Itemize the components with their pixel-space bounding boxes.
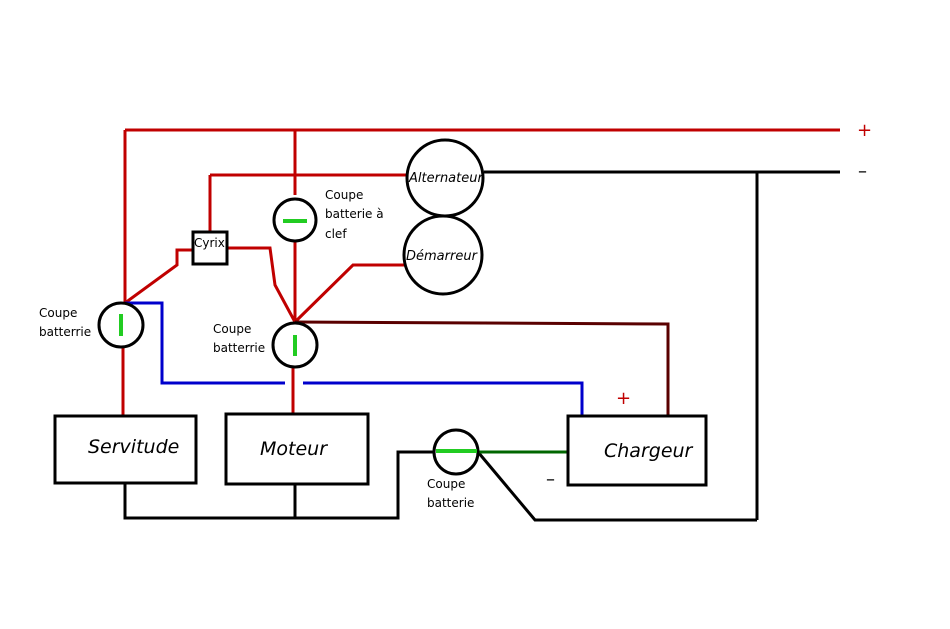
chargeur-minus: – bbox=[546, 469, 555, 490]
demarreur-label: Démarreur bbox=[406, 249, 479, 264]
chargeur-label: Chargeur bbox=[604, 440, 694, 462]
chargeur-plus: + bbox=[616, 388, 631, 409]
switch-left-label-1: Coupe bbox=[39, 306, 77, 320]
switch-clef-label-3: clef bbox=[325, 227, 347, 241]
chargeur-box bbox=[566, 414, 708, 487]
minus-terminal: – bbox=[858, 161, 867, 182]
plus-terminal: + bbox=[857, 120, 872, 141]
switch-clef-label-1: Coupe bbox=[325, 188, 363, 202]
positive-wires bbox=[121, 128, 840, 418]
moteur-label: Moteur bbox=[260, 438, 328, 460]
demarreur-circle bbox=[402, 214, 484, 296]
alternateur-label: Alternateur bbox=[408, 171, 484, 186]
switch-bottom-label-1: Coupe bbox=[427, 477, 465, 491]
switch-left bbox=[97, 301, 145, 349]
servitude-label: Servitude bbox=[88, 436, 179, 458]
switch-clef bbox=[272, 197, 318, 243]
switch-center bbox=[271, 321, 319, 369]
moteur-box bbox=[224, 412, 370, 486]
switch-center-label-1: Coupe bbox=[213, 322, 251, 336]
chargeur-positive-wire bbox=[294, 320, 670, 416]
cyrix-box bbox=[191, 230, 229, 266]
switch-bottom bbox=[432, 428, 480, 476]
negative-wires bbox=[123, 170, 840, 522]
switch-center-label-2: batterrie bbox=[213, 341, 265, 355]
cyrix-label: Cyrix bbox=[194, 236, 225, 250]
switch-left-label-2: batterrie bbox=[39, 325, 91, 339]
blue-wires bbox=[125, 301, 584, 416]
servitude-box bbox=[53, 414, 198, 485]
switch-bottom-label-2: batterie bbox=[427, 496, 474, 510]
switch-clef-label-2: batterie à bbox=[325, 207, 384, 221]
